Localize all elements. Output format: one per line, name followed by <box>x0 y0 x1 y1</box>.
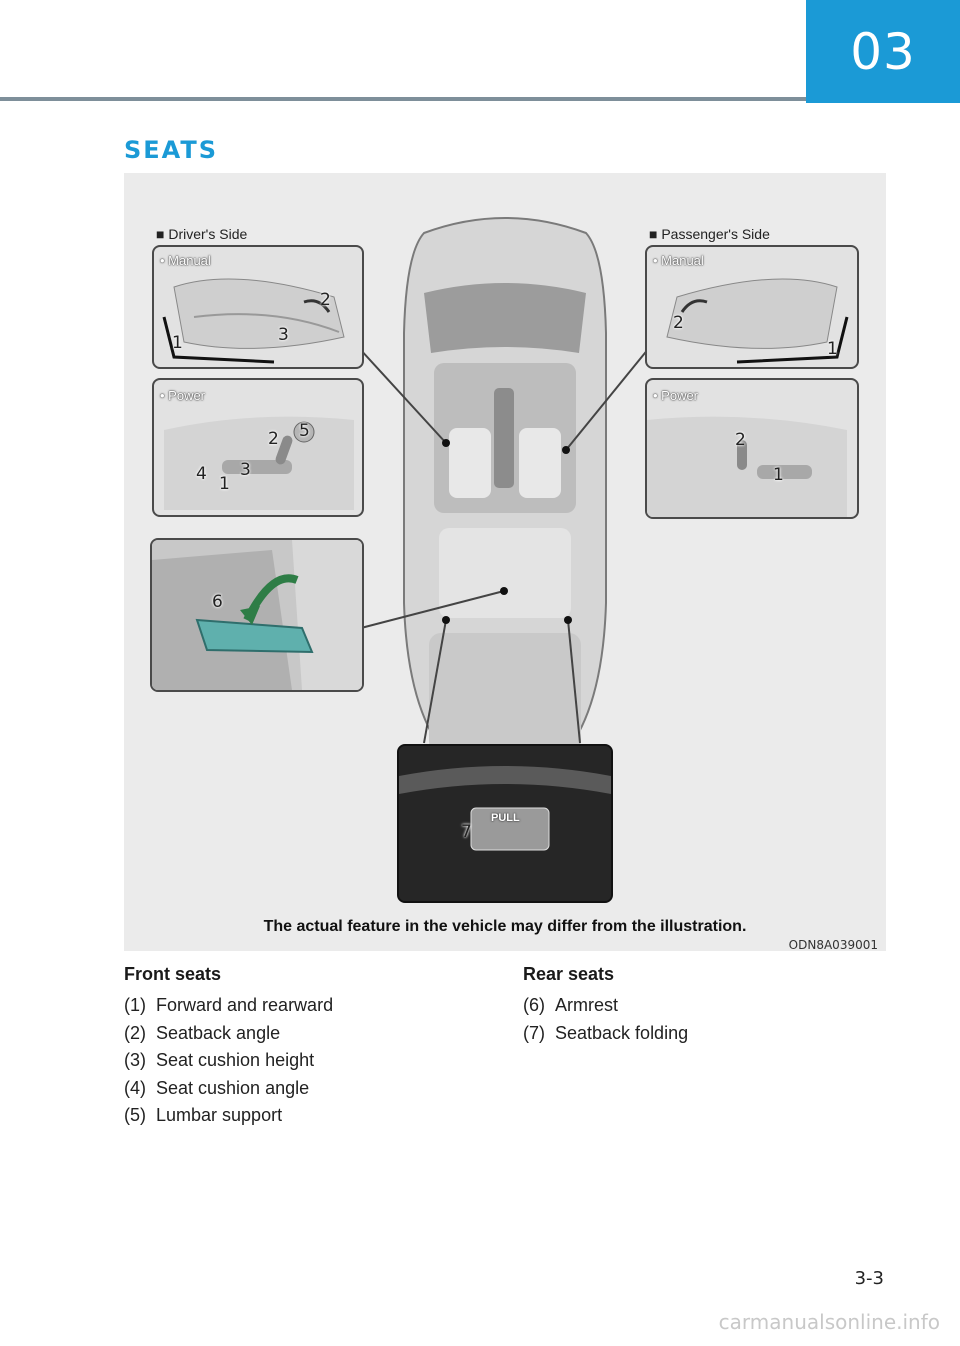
seat-illustration: ■ Driver's Side ■ Passenger's Side • Man… <box>124 173 886 952</box>
callout-1: 1 <box>172 333 183 353</box>
front-seats-heading: Front seats <box>124 964 222 984</box>
callout-5: 5 <box>299 421 310 441</box>
drivers-power-inset: • Power 2 5 4 1 3 <box>152 378 364 517</box>
rear-fold-inset: 7 PULL <box>397 744 613 903</box>
manual-seat-graphic <box>162 278 345 364</box>
callout-1: 1 <box>827 339 838 359</box>
rear-seats-list: Rear seats (6)Armrest (7)Seatback foldin… <box>523 962 883 1047</box>
front-seats-list: Front seats (1)Forward and rearward (2)S… <box>124 962 484 1130</box>
callout-3: 3 <box>240 460 251 480</box>
passengers-side-label: ■ Passenger's Side <box>649 226 770 242</box>
section-title: SEATS <box>124 136 219 164</box>
callout-7: 7 <box>461 822 472 842</box>
power-label: • Power <box>160 388 206 403</box>
list-item: (5)Lumbar support <box>124 1105 283 1125</box>
power-label: • Power <box>653 388 699 403</box>
callout-2: 2 <box>735 430 746 450</box>
list-item: (3)Seat cushion height <box>124 1050 315 1070</box>
rear-armrest-inset: 6 <box>150 538 364 692</box>
header-rule <box>0 97 806 101</box>
callout-1: 1 <box>773 465 784 485</box>
page-number: 3-3 <box>854 1268 884 1289</box>
drivers-side-label: ■ Driver's Side <box>156 226 248 242</box>
manual-label: • Manual <box>160 253 211 268</box>
callout-2: 2 <box>268 429 279 449</box>
callout-6: 6 <box>212 592 223 612</box>
callout-2: 2 <box>320 290 331 310</box>
list-item: (6)Armrest <box>523 995 618 1015</box>
list-item: (1)Forward and rearward <box>124 995 334 1015</box>
passengers-manual-inset: • Manual 2 1 <box>645 245 859 369</box>
armrest-graphic <box>152 540 362 690</box>
figure-caption: The actual feature in the vehicle may di… <box>263 918 747 935</box>
callout-3: 3 <box>278 325 289 345</box>
list-item: (7)Seatback folding <box>523 1022 689 1043</box>
manual-seat-graphic <box>666 278 849 364</box>
list-item: (2)Seatback angle <box>124 1022 281 1043</box>
callout-4: 4 <box>196 464 207 484</box>
rear-seats-heading: Rear seats <box>523 964 615 984</box>
manual-label: • Manual <box>653 253 704 268</box>
figure-code: ODN8A039001 <box>788 938 878 952</box>
callout-1: 1 <box>219 474 230 494</box>
passengers-power-inset: • Power 2 1 <box>645 378 859 519</box>
list-item: (4)Seat cushion angle <box>124 1077 310 1098</box>
watermark: carmanualsonline.info <box>718 1310 940 1334</box>
seatback-release-graphic <box>399 746 611 901</box>
pull-label: PULL <box>491 812 520 824</box>
chapter-tab: 03 <box>806 0 960 103</box>
drivers-manual-inset: • Manual 2 3 1 <box>152 245 364 369</box>
callout-2: 2 <box>673 313 684 333</box>
power-seat-graphic <box>647 416 847 517</box>
power-seat-graphic <box>164 416 354 510</box>
car-overview-graphic <box>358 217 650 774</box>
